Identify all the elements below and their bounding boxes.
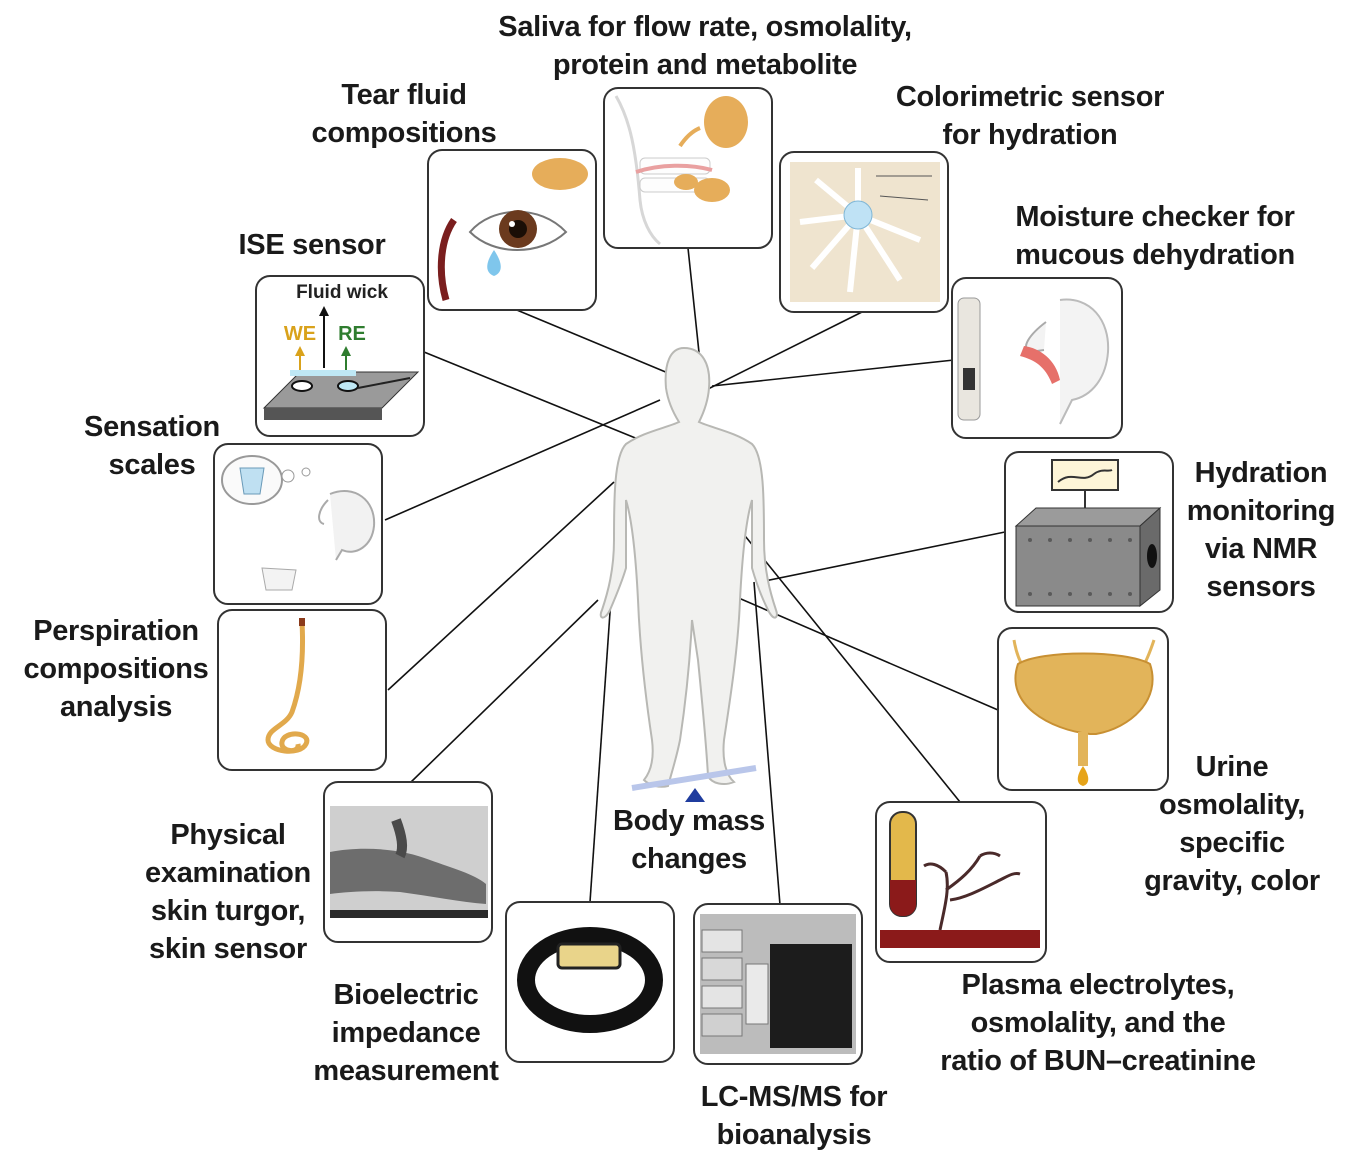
- nmr-panel: [1005, 452, 1173, 612]
- nmr-monitor-icon: [1052, 460, 1118, 490]
- label-saliva: Saliva for flow rate, osmolality,protein…: [430, 8, 980, 84]
- line-physical: [410, 600, 598, 783]
- line-moisture: [712, 360, 954, 386]
- tear-panel: [428, 150, 596, 310]
- colorimetric-panel: [780, 152, 948, 312]
- ise-fluid-wick-label: Fluid wick: [296, 282, 388, 303]
- plasma-panel: [876, 802, 1046, 962]
- moisture-panel: [952, 278, 1122, 438]
- lcms-panel: [694, 904, 862, 1064]
- salivary-gland-icon: [704, 96, 748, 148]
- sensor-hub-icon: [844, 201, 872, 229]
- lc-ms-instrument-icon: [770, 944, 852, 1048]
- cup-icon: [262, 568, 296, 590]
- bioelectric-panel: [506, 902, 674, 1062]
- physical-panel: [324, 782, 492, 942]
- lacrimal-gland-icon: [532, 158, 588, 190]
- moisture-checker-icon: [958, 298, 980, 420]
- line-plasma: [733, 521, 960, 802]
- we-label: WE: [284, 323, 316, 345]
- ise-panel: Fluid wick WE RE: [256, 276, 424, 436]
- line-tear: [512, 308, 668, 373]
- label-ise: ISE sensor: [212, 226, 412, 264]
- saliva-panel: [604, 88, 772, 248]
- line-ise: [424, 352, 660, 448]
- line-saliva: [688, 248, 700, 362]
- re-label: RE: [338, 323, 366, 345]
- line-nmr: [760, 532, 1005, 582]
- line-perspiration: [388, 482, 614, 690]
- nmr-box-icon: [1016, 526, 1140, 606]
- perspiration-panel: [218, 610, 386, 770]
- fulcrum-icon: [685, 788, 705, 802]
